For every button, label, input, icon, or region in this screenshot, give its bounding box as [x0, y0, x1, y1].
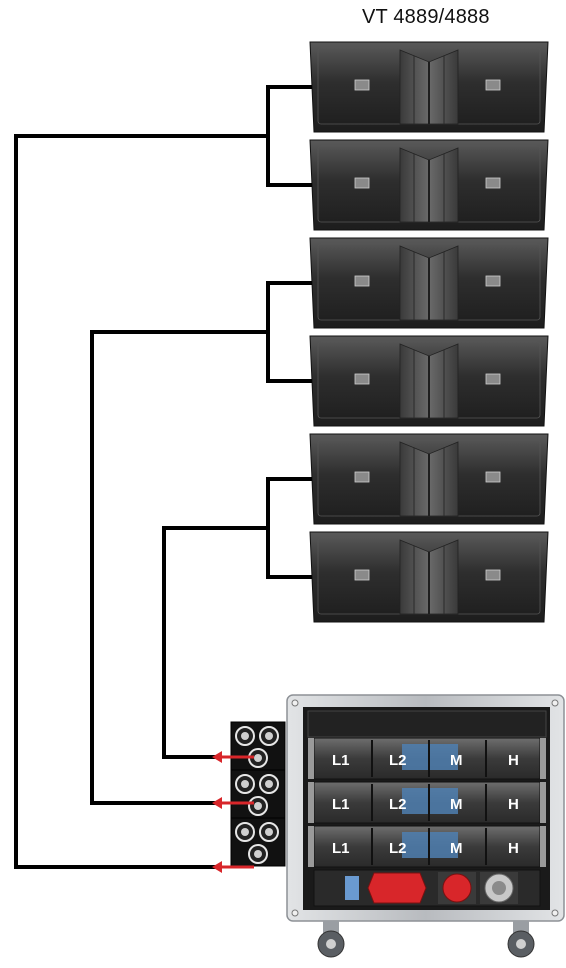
speaker-cabinet-3 — [309, 237, 549, 329]
speakon-panel-1 — [230, 721, 286, 771]
speaker-logo-left-icon — [354, 275, 370, 287]
speaker-logo-left-icon — [354, 471, 370, 483]
speaker-cable-1 — [14, 134, 268, 869]
speaker-logo-right-icon — [485, 177, 501, 189]
speaker-logo-right-icon — [485, 471, 501, 483]
speaker-cabinet-4 — [309, 335, 549, 427]
amp-channel-label: L1 — [332, 796, 350, 813]
rack-corner-icon-1 — [291, 699, 299, 707]
amp-channel-label: H — [508, 796, 519, 813]
speaker-cabinet-1 — [309, 41, 549, 133]
speaker-logo-left-icon — [354, 373, 370, 385]
rack-caster-icon-1 — [317, 921, 345, 958]
system-title: VT 4889/4888 — [362, 6, 490, 28]
speaker-cables — [14, 85, 312, 869]
speaker-cable-2 — [90, 330, 268, 805]
speaker-array — [309, 41, 549, 623]
speaker-cabinet-6 — [309, 531, 549, 623]
amplifier-2: L1 L2 M H — [308, 781, 546, 824]
amp-channel-label: H — [508, 752, 519, 769]
signal-arrow-2 — [212, 797, 254, 809]
rack-caster-icon-2 — [507, 921, 535, 958]
breaker-switch-icon — [345, 876, 359, 900]
amplifier-3: L1 L2 M H — [308, 825, 546, 868]
amp-channel-label: M — [450, 752, 463, 769]
amp-channel-label: H — [508, 840, 519, 857]
speaker-logo-right-icon — [485, 275, 501, 287]
signal-arrow-3 — [212, 751, 254, 763]
amp-channel-label: M — [450, 796, 463, 813]
speaker-pair-link-2 — [266, 281, 312, 383]
rack-corner-icon-2 — [551, 699, 559, 707]
speaker-logo-left-icon — [354, 569, 370, 581]
speaker-pair-link-3 — [266, 477, 312, 579]
power-outlet-red-icon — [442, 873, 472, 903]
speaker-cable-3 — [162, 526, 268, 759]
speaker-logo-right-icon — [485, 79, 501, 91]
amp-channel-label: L1 — [332, 752, 350, 769]
connector-panels — [212, 721, 286, 873]
amp-channel-label: L2 — [389, 796, 407, 813]
amp-channel-label: L2 — [389, 840, 407, 857]
amp-channel-label: L2 — [389, 752, 407, 769]
speaker-logo-right-icon — [485, 373, 501, 385]
amp-channel-label: M — [450, 840, 463, 857]
power-distribution-panel — [313, 869, 541, 907]
rack-corner-icon-4 — [551, 909, 559, 917]
speakon-panel-3 — [230, 817, 286, 867]
power-inlet-icon — [367, 872, 427, 904]
speaker-logo-left-icon — [354, 177, 370, 189]
speaker-logo-right-icon — [485, 569, 501, 581]
rack-corner-icon-3 — [291, 909, 299, 917]
speaker-cabinet-5 — [309, 433, 549, 525]
speaker-cabinet-2 — [309, 139, 549, 231]
signal-arrow-1 — [212, 861, 254, 873]
rack-blank-panel — [307, 710, 547, 738]
speaker-logo-left-icon — [354, 79, 370, 91]
amp-channel-label: L1 — [332, 840, 350, 857]
speaker-pair-link-1 — [266, 85, 312, 187]
amplifier-1: L1 L2 M H — [308, 737, 546, 780]
speakon-panel-2 — [230, 769, 286, 819]
